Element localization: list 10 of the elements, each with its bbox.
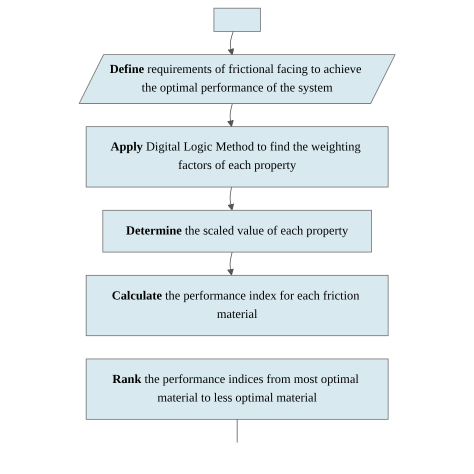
node-box: Determine the scaled value of each property [102,210,372,252]
node-box [213,8,261,32]
arrow [227,186,234,211]
node-box: Calculate the performance index for each friction material [86,274,388,336]
connector [236,418,238,443]
arrow [227,31,234,56]
node-box: Rank the performance indices from most optimal material to less optimal material [86,358,388,420]
node-box: Apply Digital Logic Method to find the weighting factors of each property [86,126,388,188]
arrow [226,252,234,276]
arrow [226,103,234,127]
